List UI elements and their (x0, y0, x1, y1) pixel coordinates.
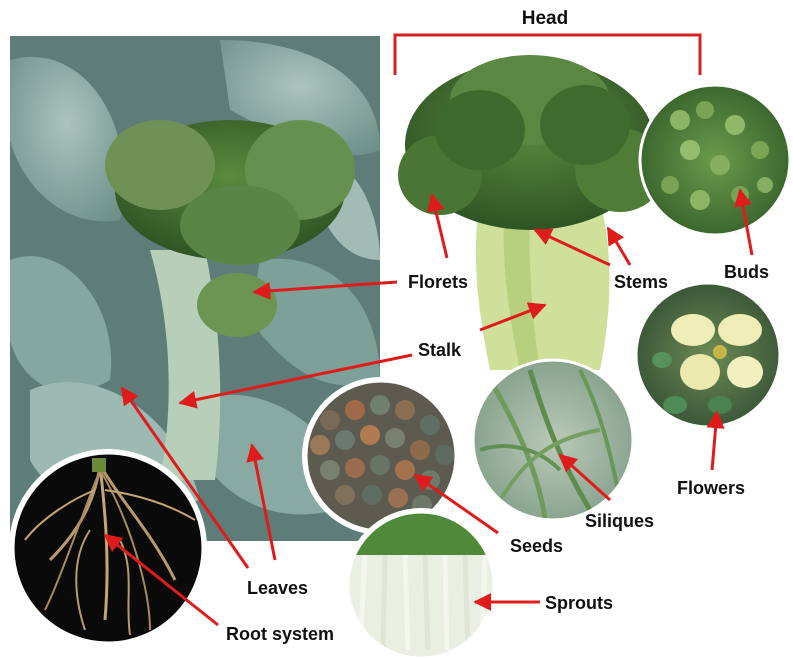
label-leaves: Leaves (247, 578, 308, 598)
buds-closeup-photo (635, 80, 793, 240)
label-siliques: Siliques (585, 511, 654, 531)
label-stems: Stems (614, 272, 668, 292)
flowers-closeup-photo (630, 280, 790, 430)
sprouts-closeup-photo (344, 508, 500, 658)
label-sprouts: Sprouts (545, 593, 613, 613)
label-seeds: Seeds (510, 536, 563, 556)
label-florets: Florets (408, 272, 468, 292)
label-head: Head (522, 8, 568, 29)
label-root-system: Root system (226, 624, 334, 644)
siliques-closeup-photo (470, 360, 640, 525)
arrow-stems-2 (608, 228, 630, 265)
label-stalk: Stalk (418, 340, 462, 360)
label-flowers: Flowers (677, 478, 745, 498)
label-buds: Buds (724, 262, 769, 282)
broccoli-head-photo (398, 55, 665, 370)
